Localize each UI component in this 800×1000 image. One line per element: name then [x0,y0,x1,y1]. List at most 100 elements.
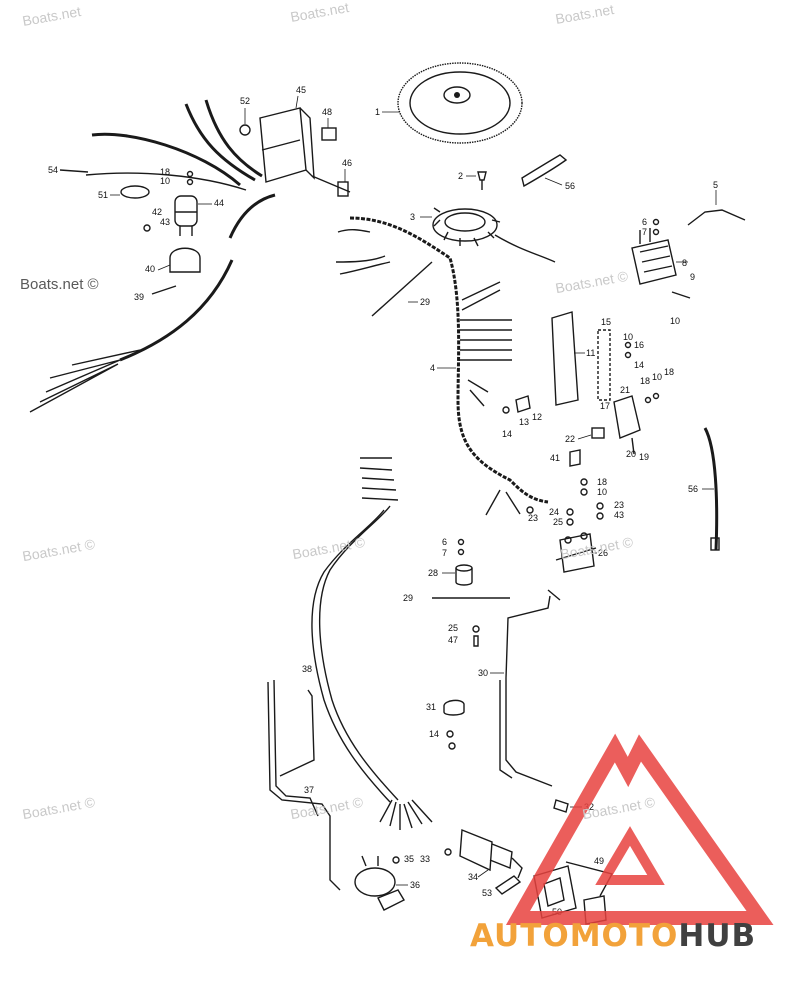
regulator-21 [613,395,641,439]
label-49: 49 [594,856,604,866]
clamp-31 [443,699,465,716]
clamp-40 [169,247,201,273]
label-10c: 10 [623,332,633,342]
label-1: 1 [375,107,380,117]
label-36: 36 [410,880,420,890]
label-10b: 10 [160,176,170,186]
label-41: 41 [550,453,560,463]
harness-30 [499,589,561,787]
flywheel [397,62,523,144]
coil-44 [174,195,198,236]
terminal-block-15 [597,329,611,401]
label-43b: 43 [614,510,624,520]
logo-part-hub: HUB [678,918,757,954]
label-7b: 7 [442,548,447,558]
label-45: 45 [296,85,306,95]
label-2: 2 [458,171,463,181]
label-18b: 18 [640,376,650,386]
label-18c: 18 [664,367,674,377]
lead-5 [687,209,746,226]
automotohub-logo-mark [505,733,774,925]
bushing-48 [321,127,337,141]
label-19: 19 [639,452,649,462]
label-22: 22 [565,434,575,444]
ignition-switch-34 [459,828,523,879]
label-40: 40 [145,264,155,274]
label-33: 33 [420,854,430,864]
automotohub-logo-text: AUTOMOTOHUB [470,918,756,954]
label-14b: 14 [502,429,512,439]
bracket-56-top [521,154,568,188]
watermark: Boats.net © [20,276,99,293]
label-56b: 56 [688,484,698,494]
label-14c: 14 [429,729,439,739]
harness-38 [311,457,433,830]
label-48: 48 [322,107,332,117]
label-29b: 29 [403,593,413,603]
label-28: 28 [428,568,438,578]
wire-56-right [703,427,719,551]
plug-22 [591,427,605,439]
label-8: 8 [682,258,687,268]
label-21: 21 [620,385,630,395]
label-23a: 23 [614,500,624,510]
starter-solenoid-26 [555,532,597,573]
label-51: 51 [98,190,108,200]
rectifier [631,228,677,285]
bracket-11 [551,311,579,406]
label-39: 39 [134,292,144,302]
label-18d: 18 [597,477,607,487]
label-5: 5 [713,180,718,190]
label-43a: 43 [160,217,170,227]
key-53 [494,875,522,895]
horn-36 [354,855,405,911]
terminal-32 [553,799,569,813]
harness-upper-left [59,99,276,239]
label-38: 38 [302,664,312,674]
label-10a: 10 [670,316,680,326]
label-46: 46 [342,158,352,168]
label-11: 11 [586,348,595,358]
label-35: 35 [404,854,414,864]
label-56a: 56 [565,181,575,191]
label-54: 54 [48,165,58,175]
clip-12 [515,395,531,413]
label-16: 16 [634,340,644,350]
label-23b: 23 [528,513,538,523]
label-10e: 10 [597,487,607,497]
label-17: 17 [600,401,610,411]
switch-box-45 [259,107,315,183]
harness-37 [267,679,341,891]
label-47: 47 [448,635,458,645]
label-6b: 6 [442,537,447,547]
label-24: 24 [549,507,559,517]
logo-part-automoto: AUTOMOTO [470,918,679,954]
ring-51 [120,185,150,199]
label-10d: 10 [652,372,662,382]
label-7a: 7 [642,227,647,237]
label-15: 15 [601,317,611,327]
label-44: 44 [214,198,224,208]
cable-left [29,259,234,413]
label-30: 30 [478,668,488,678]
label-14a: 14 [634,360,644,370]
label-4: 4 [430,363,435,373]
label-42: 42 [152,207,162,217]
label-6a: 6 [642,217,647,227]
label-31: 31 [426,702,436,712]
screw-2 [477,171,487,190]
screw-46 [311,175,351,197]
label-25b: 25 [448,623,458,633]
stator [432,207,556,263]
label-26: 26 [598,548,608,558]
label-53: 53 [482,888,492,898]
label-20: 20 [626,449,636,459]
label-25a: 25 [553,517,563,527]
condenser-28 [455,564,473,586]
label-12: 12 [532,412,542,422]
rod-29-upper [371,261,433,317]
label-18a: 18 [160,167,170,177]
plate-41 [569,449,581,467]
label-52: 52 [240,96,250,106]
